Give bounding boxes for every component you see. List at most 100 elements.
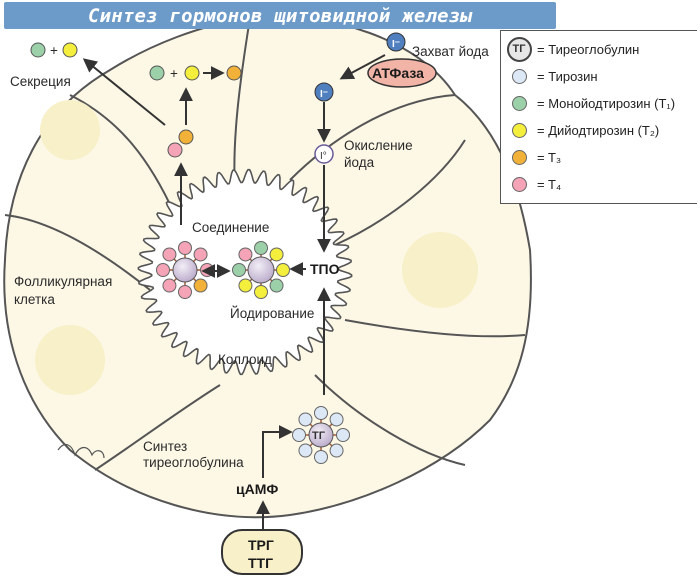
camp-label: цАМФ — [236, 481, 278, 497]
legend-item: = Дийодтирозин (T₂) — [501, 118, 659, 142]
legend-symbol — [501, 122, 537, 138]
legend-item: ТГ = Тиреоглобулин — [501, 36, 640, 62]
legend-label: = Монойодтирозин (T₁) — [537, 95, 676, 111]
legend-label: = T₄ — [537, 176, 562, 192]
nucleus — [35, 325, 105, 395]
mit-dot — [30, 42, 46, 58]
cell-wall — [69, 94, 176, 216]
tg-molecule — [232, 241, 290, 299]
follicular-cell-label-2: клетка — [14, 292, 55, 307]
legend-symbol — [501, 176, 537, 192]
residue-dot — [314, 450, 328, 464]
coupling-products: + — [149, 65, 242, 225]
residue-dot — [329, 443, 344, 458]
legend-item: = Тирозин — [501, 64, 598, 88]
atpase-label: АТФаза — [372, 65, 424, 81]
iodine-capture-label: Захват йода — [412, 44, 489, 59]
residue-icon — [511, 122, 527, 138]
nucleus — [402, 232, 478, 308]
residue-dot — [232, 263, 246, 277]
residue-dot — [178, 285, 192, 299]
thyroglobulin-core — [247, 256, 275, 284]
legend-symbol — [501, 95, 537, 111]
t3-dot — [178, 129, 194, 145]
residue-dot — [238, 247, 253, 262]
iodide-ion — [386, 32, 406, 52]
residue-icon — [511, 176, 527, 192]
iodination-label: Йодирование — [230, 306, 314, 321]
residue-dot — [292, 428, 306, 442]
residue-dot — [238, 278, 253, 293]
title-bar: Синтез гормонов щитовидной железы — [4, 2, 556, 29]
t4-dot — [167, 142, 183, 158]
plus-sign: + — [170, 66, 178, 81]
residue-dot — [162, 278, 177, 293]
residue-icon — [511, 68, 527, 84]
residue-dot — [314, 406, 328, 420]
thyroglobulin-core — [308, 422, 334, 448]
legend-label: = Тирозин — [537, 68, 598, 84]
thyroglobulin-core — [172, 257, 198, 283]
t3-dot — [226, 65, 242, 81]
tpo-label: ТПО — [310, 261, 340, 277]
cell-wall — [94, 384, 221, 471]
cell-wall — [289, 94, 456, 181]
plus-sign: + — [50, 43, 58, 58]
residue-dot — [269, 278, 284, 293]
residue-dot — [298, 443, 313, 458]
residue-icon — [511, 149, 527, 165]
receptor-box — [221, 529, 303, 575]
residue-dot — [298, 412, 313, 427]
legend-symbol: ТГ — [501, 36, 537, 62]
legend-label: = Тиреоглобулин — [537, 41, 640, 57]
residue-dot — [254, 241, 268, 255]
legend-item: = T₃ — [501, 145, 561, 169]
legend-item: = Монойодтирозин (T₁) — [501, 91, 675, 115]
tg-symbol: ТГ — [312, 430, 326, 442]
residue-dot — [254, 285, 268, 299]
iodine-symbol: I° — [320, 151, 327, 162]
secretion-arrow — [82, 58, 166, 126]
tg-molecule: ТГ — [292, 406, 350, 464]
atpase-pump — [367, 58, 437, 88]
trg-label: ТРГ — [248, 537, 274, 553]
tg-synthesis-label-2: тиреоглобулина — [143, 455, 244, 470]
signature-mark — [57, 443, 105, 459]
follicular-cell-label-1: Фолликулярная — [14, 274, 112, 289]
residue-dot — [269, 247, 284, 262]
cell-wall — [314, 374, 466, 466]
tg-molecule — [156, 241, 214, 299]
iodine-uptake: I⁻ Захват йода АТФаза I⁻ I° Окисление йо… — [314, 32, 489, 253]
tg-molecules: ТГ — [156, 241, 350, 464]
legend-item: = T₄ — [501, 172, 561, 196]
page-title: Синтез гормонов щитовидной железы — [87, 4, 473, 27]
secretion-label: Секреция — [10, 74, 71, 89]
secretion-group: + Секреция — [10, 42, 166, 126]
colloid-label: Коллоид — [218, 352, 272, 367]
residue-dot — [193, 247, 208, 262]
iodide-symbol: I⁻ — [392, 39, 400, 50]
legend-symbol — [501, 149, 537, 165]
dit-dot — [62, 42, 78, 58]
tg-synthesis-label-1: Синтез — [143, 439, 187, 454]
residue-dot — [336, 428, 350, 442]
residue-dot — [162, 247, 177, 262]
iodide-symbol: I⁻ — [320, 89, 328, 100]
cell-wall — [4, 214, 151, 291]
oxidation-label-1: Окисление — [344, 138, 413, 153]
dit-dot — [184, 65, 200, 81]
legend-label: = Дийодтирозин (T₂) — [537, 122, 660, 138]
iodide-ion — [314, 82, 334, 102]
residue-dot — [156, 263, 170, 277]
oxidation-label-2: йода — [344, 155, 375, 170]
residue-dot — [276, 263, 290, 277]
nucleus — [40, 100, 100, 160]
residue-dot — [193, 278, 208, 293]
legend-label: = T₃ — [537, 149, 562, 165]
residue-icon — [511, 95, 527, 111]
cell-wall — [344, 319, 526, 338]
thyroglobulin-icon: ТГ — [506, 36, 532, 62]
mit-dot — [149, 65, 165, 81]
legend: ТГ = Тиреоглобулин = Тирозин = Монойодтироз… — [500, 30, 697, 204]
coupling-label: Соединение — [192, 220, 269, 235]
